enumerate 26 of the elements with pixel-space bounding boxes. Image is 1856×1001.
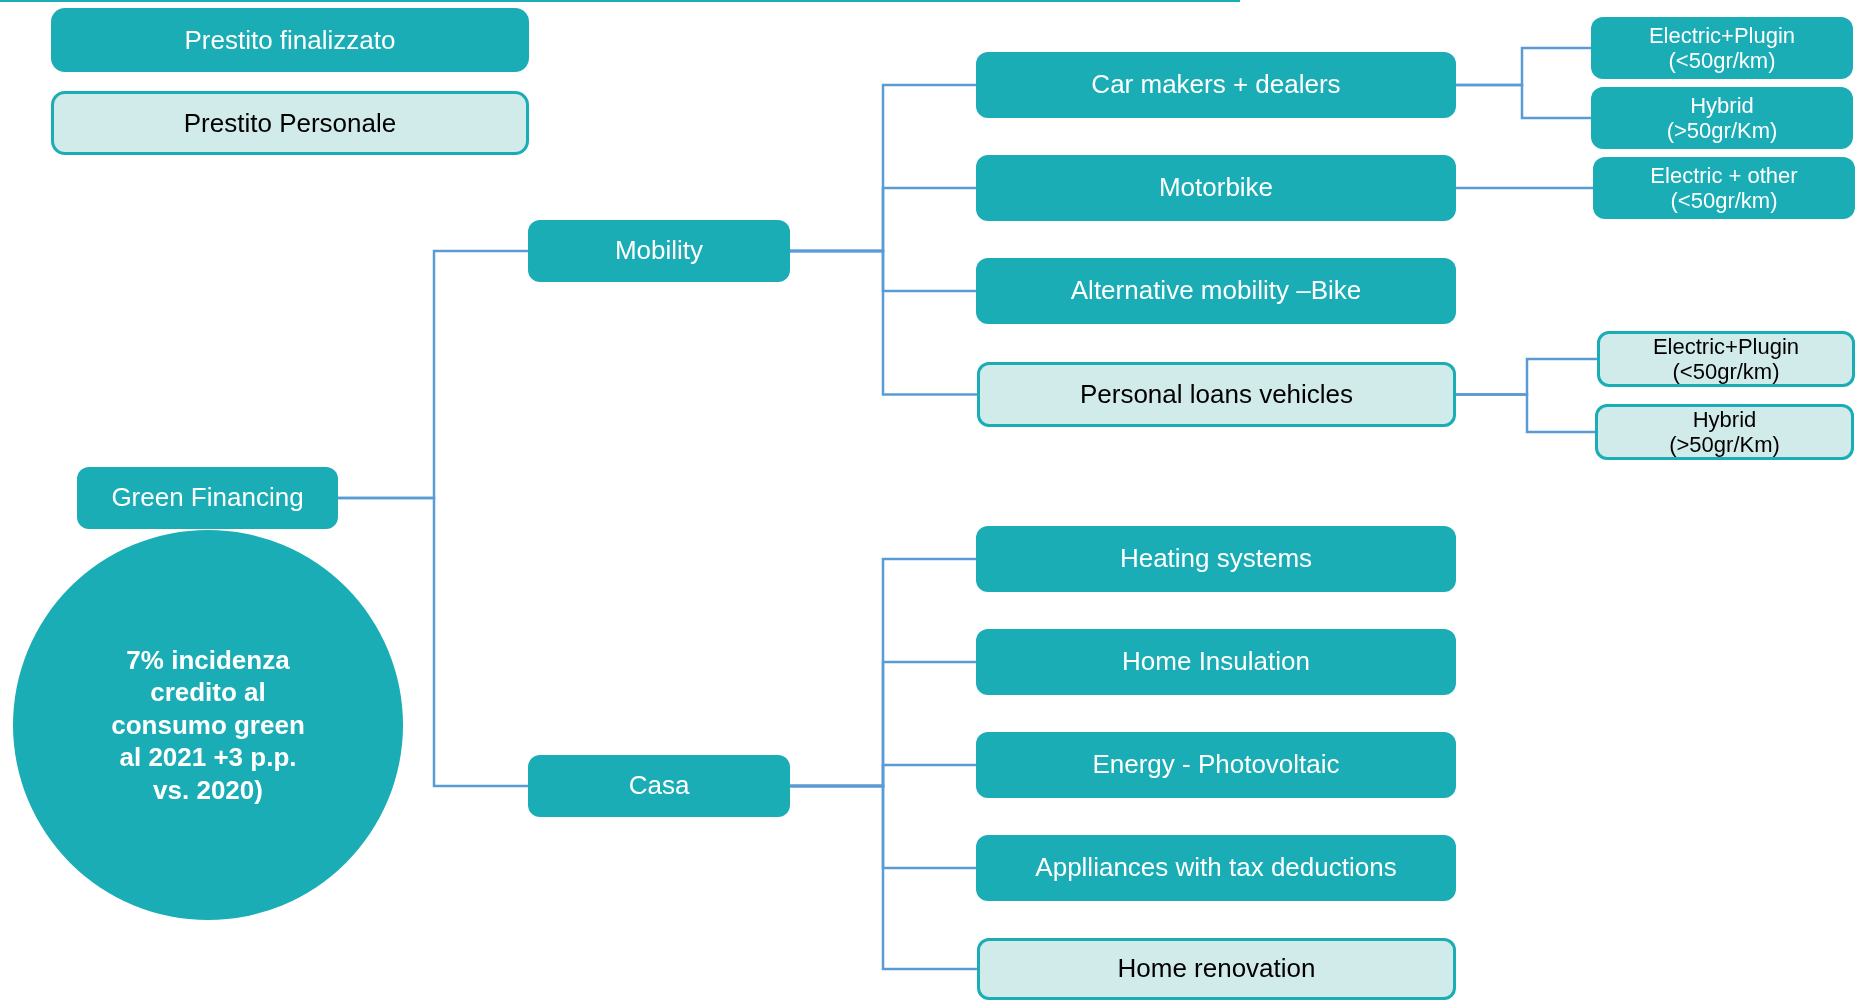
category-box: Energy - Photovoltaic — [976, 732, 1456, 798]
connector-line — [338, 496, 528, 788]
category-box: Electric+Plugin (<50gr/km) — [1597, 331, 1855, 387]
category-box: Home Insulation — [976, 629, 1456, 695]
category-box: Mobility — [528, 220, 790, 282]
category-box: Heating systems — [976, 526, 1456, 592]
category-box: Hybrid (>50gr/Km) — [1591, 87, 1853, 149]
category-box: Green Financing — [77, 467, 338, 529]
category-box: Hybrid (>50gr/Km) — [1595, 404, 1854, 460]
connector-line — [1456, 186, 1593, 190]
stat-circle: 7% incidenza credito al consumo green al 2021 +3 p.p. vs. 2020) — [13, 530, 403, 920]
category-box: Motorbike — [976, 155, 1456, 221]
connector-line — [790, 249, 977, 396]
connector-line — [790, 784, 977, 971]
category-box: Car makers + dealers — [976, 52, 1456, 118]
connector-line — [1456, 83, 1591, 120]
category-box: Alternative mobility –Bike — [976, 258, 1456, 324]
category-box: Casa — [528, 755, 790, 817]
category-box: Home renovation — [977, 938, 1456, 1000]
category-box: Electric+Plugin (<50gr/km) — [1591, 17, 1853, 79]
category-box: Electric + other (<50gr/km) — [1593, 157, 1855, 219]
category-box: Applliances with tax deductions — [976, 835, 1456, 901]
category-box: Personal loans vehicles — [977, 362, 1456, 427]
connector-line — [1456, 393, 1595, 434]
legend-swatch: Prestito Personale — [51, 91, 529, 155]
legend-swatch: Prestito finalizzato — [51, 8, 529, 72]
